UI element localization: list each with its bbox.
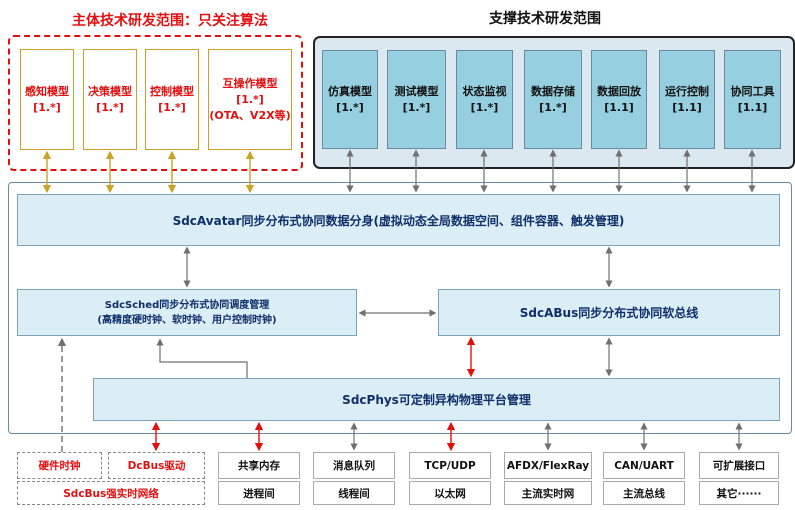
- main-scope-region: [8, 35, 303, 171]
- dcbus-driver-box[interactable]: DcBus驱动: [108, 452, 205, 479]
- phys-sched-connector: [156, 338, 248, 378]
- collab-tools-version: [1.1]: [737, 100, 768, 114]
- control-model-box[interactable]: 控制模型 [1.*]: [145, 49, 199, 150]
- mainstream-realtime-net-label: 主流实时网: [521, 487, 575, 500]
- others-box[interactable]: 其它······: [699, 481, 779, 505]
- data-storage-version: [1.*]: [539, 100, 567, 114]
- support-scope-title: 支撑技术研发范围: [489, 11, 601, 27]
- decision-model-box[interactable]: 决策模型 [1.*]: [83, 49, 137, 150]
- hardware-clock-label: 硬件时钟: [38, 460, 81, 472]
- shared-memory-label: 共享内存: [238, 460, 280, 472]
- state-monitor-label: 状态监视: [462, 84, 507, 98]
- ethernet-label: 以太网: [434, 487, 466, 500]
- sdc-avatar-label: SdcAvatar同步分布式协同数据分身(虚拟动态全局数据空间、组件容器、触发管…: [172, 213, 625, 228]
- afdx-flexray-box[interactable]: AFDX/FlexRay: [504, 452, 592, 479]
- interop-model-box[interactable]: 互操作模型 [1.*] (OTA、V2X等): [208, 49, 292, 150]
- decision-model-version: [1.*]: [96, 100, 124, 114]
- interop-model-version: [1.*]: [236, 92, 264, 106]
- data-replay-label: 数据回放: [597, 84, 641, 98]
- simulation-model-label: 仿真模型: [328, 84, 372, 98]
- perception-model-version: [1.*]: [33, 100, 61, 114]
- inter-thread-label: 线程间: [338, 487, 370, 500]
- data-storage-label: 数据存储: [531, 84, 575, 98]
- sdc-phys-label: SdcPhys可定制异构物理平台管理: [342, 393, 531, 407]
- collab-tools-label: 协同工具: [730, 84, 775, 98]
- interop-model-label: 互操作模型: [222, 76, 278, 90]
- afdx-flexray-label: AFDX/FlexRay: [506, 459, 590, 472]
- can-uart-box[interactable]: CAN/UART: [603, 452, 685, 479]
- message-queue-label: 消息队列: [333, 460, 375, 472]
- control-model-label: 控制模型: [150, 84, 194, 98]
- data-replay-box[interactable]: 数据回放 [1.1]: [591, 50, 647, 149]
- mainstream-bus-label: 主流总线: [623, 487, 665, 500]
- run-control-box[interactable]: 运行控制 [1.1]: [659, 50, 715, 149]
- simulation-model-box[interactable]: 仿真模型 [1.*]: [322, 50, 378, 149]
- extensible-interface-label: 可扩展接口: [712, 460, 766, 472]
- inter-process-box[interactable]: 进程间: [218, 481, 300, 505]
- main-scope-title: 主体技术研发范围：只关注算法: [72, 13, 268, 29]
- state-monitor-box[interactable]: 状态监视 [1.*]: [456, 50, 513, 149]
- test-model-box[interactable]: 测试模型 [1.*]: [387, 50, 446, 149]
- interop-model-note: (OTA、V2X等): [209, 108, 291, 122]
- perception-model-box[interactable]: 感知模型 [1.*]: [20, 49, 74, 150]
- tcp-udp-label: TCP/UDP: [424, 459, 476, 472]
- sdcbus-network-box[interactable]: SdcBus强实时网络: [17, 481, 205, 505]
- test-model-version: [1.*]: [402, 100, 431, 114]
- shared-memory-box[interactable]: 共享内存: [218, 452, 300, 479]
- sdc-sched-title: SdcSched同步分布式协同调度管理: [104, 299, 270, 311]
- dcbus-driver-label: DcBus驱动: [127, 460, 186, 472]
- inter-process-label: 进程间: [243, 487, 275, 500]
- can-uart-label: CAN/UART: [614, 459, 674, 472]
- sdc-phys-box[interactable]: SdcPhys可定制异构物理平台管理: [93, 378, 780, 421]
- run-control-version: [1.1]: [672, 100, 702, 114]
- sdc-sched-box[interactable]: SdcSched同步分布式协同调度管理 (高精度硬时钟、软时钟、用户控制时钟): [17, 289, 357, 336]
- inter-thread-box[interactable]: 线程间: [313, 481, 395, 505]
- data-replay-version: [1.1]: [604, 100, 634, 114]
- hardware-clock-box[interactable]: 硬件时钟: [17, 452, 102, 479]
- sdcbus-network-label: SdcBus强实时网络: [63, 487, 159, 500]
- collab-tools-box[interactable]: 协同工具 [1.1]: [724, 50, 781, 149]
- mainstream-realtime-net-box[interactable]: 主流实时网: [504, 481, 592, 505]
- perception-model-label: 感知模型: [25, 84, 69, 98]
- state-monitor-version: [1.*]: [470, 100, 499, 114]
- sdc-avatar-box[interactable]: SdcAvatar同步分布式协同数据分身(虚拟动态全局数据空间、组件容器、触发管…: [17, 194, 780, 246]
- sdc-abus-label: SdcABus同步分布式协同软总线: [519, 306, 699, 320]
- sdc-sched-subtitle: (高精度硬时钟、软时钟、用户控制时钟): [97, 314, 277, 326]
- extensible-interface-box[interactable]: 可扩展接口: [699, 452, 779, 479]
- control-model-version: [1.*]: [158, 100, 186, 114]
- decision-model-label: 决策模型: [88, 84, 132, 98]
- tcp-udp-box[interactable]: TCP/UDP: [409, 452, 491, 479]
- others-label: 其它······: [716, 487, 762, 500]
- message-queue-box[interactable]: 消息队列: [313, 452, 395, 479]
- run-control-label: 运行控制: [665, 84, 709, 98]
- sdc-abus-box[interactable]: SdcABus同步分布式协同软总线: [438, 289, 780, 336]
- data-storage-box[interactable]: 数据存储 [1.*]: [524, 50, 582, 149]
- ethernet-box[interactable]: 以太网: [409, 481, 491, 505]
- simulation-model-version: [1.*]: [336, 100, 364, 114]
- test-model-label: 测试模型: [394, 84, 439, 98]
- mainstream-bus-box[interactable]: 主流总线: [603, 481, 685, 505]
